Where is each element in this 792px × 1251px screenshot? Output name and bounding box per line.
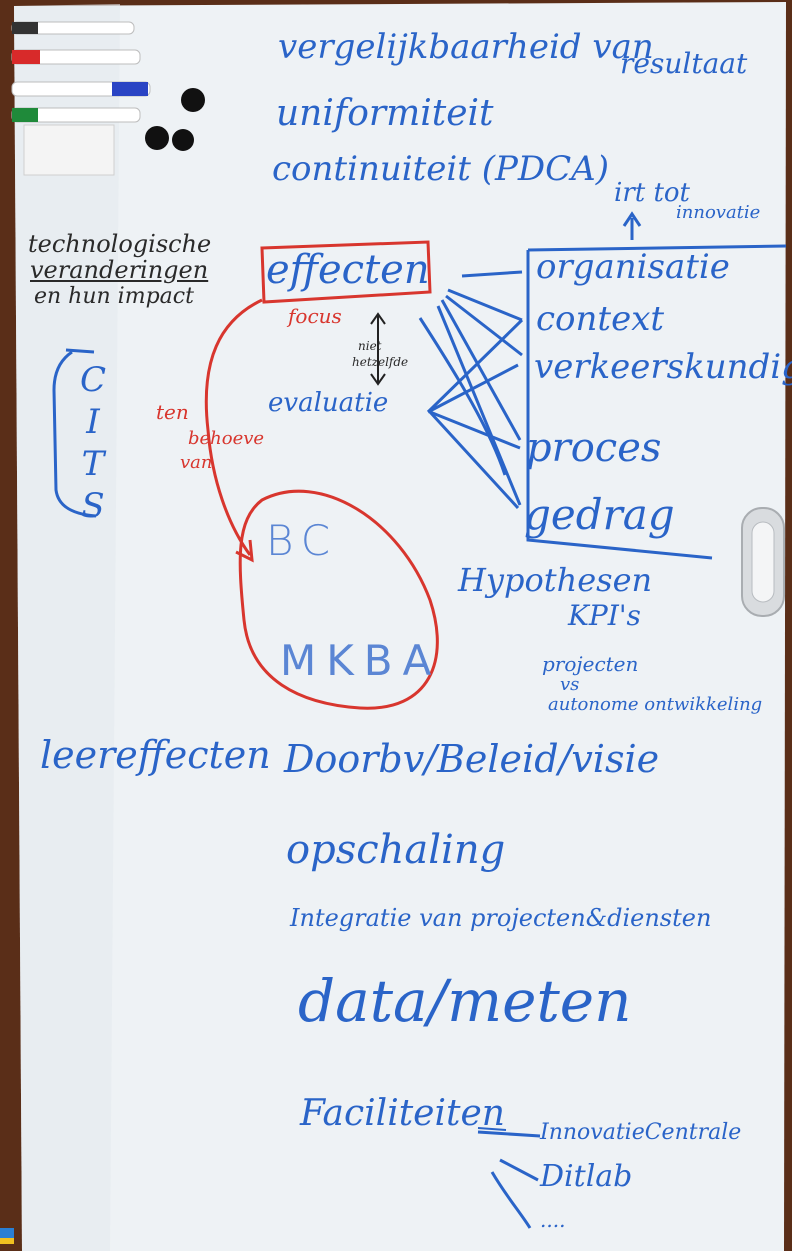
- marker-holder: [11, 21, 205, 176]
- text-cits: CITS: [73, 360, 113, 528]
- effecten-box: [260, 240, 432, 304]
- text-behoeve: behoeve: [188, 428, 265, 449]
- door-handle: [741, 507, 785, 617]
- text-continuiteit: continuiteit (PDCA): [272, 149, 609, 189]
- text-ten: ten: [156, 400, 189, 424]
- text-irt-tot: irt tot: [614, 178, 691, 208]
- text-opschaling: opschaling: [286, 827, 506, 873]
- text-technologische: technologische: [28, 230, 212, 258]
- whiteboard-surface: [14, 2, 786, 1251]
- text-proces: proces: [526, 425, 662, 471]
- text-en-hun-impact: en hun impact: [34, 284, 194, 309]
- text-organisatie: organisatie: [536, 247, 730, 287]
- text-projecten: projecten: [542, 652, 639, 676]
- text-data-meten: data/meten: [298, 967, 632, 1035]
- text-uniformiteit: uniformiteit: [276, 93, 494, 134]
- text-kpis: KPI's: [568, 599, 641, 632]
- bc-mkba-ellipse: [238, 489, 439, 710]
- text-focus: focus: [288, 304, 342, 328]
- connector-lines: [418, 270, 524, 510]
- text-mkba: MKBA: [280, 636, 442, 685]
- text-ellipsis: ....: [540, 1208, 566, 1232]
- text-vergelijkbaarheid: vergelijkbaarheid van: [278, 27, 654, 67]
- text-autonome-ontwikkeling: autonome ontwikkeling: [548, 694, 763, 715]
- text-evaluatie: evaluatie: [268, 388, 389, 418]
- text-innovatie: innovatie: [676, 202, 761, 223]
- text-van: van: [180, 452, 213, 473]
- text-veranderingen: veranderingen: [30, 256, 209, 284]
- text-vs: vs: [560, 674, 580, 695]
- text-verkeerskundig: verkeerskundig: [534, 347, 792, 387]
- text-resultaat: resultaat: [620, 47, 748, 80]
- text-faciliteiten: Faciliteiten: [300, 1093, 505, 1134]
- text-hetzelfde: hetzelfde: [352, 355, 409, 369]
- text-gedrag: gedrag: [524, 490, 675, 539]
- text-integratie: Integratie van projecten&diensten: [290, 904, 712, 932]
- text-bc: BC: [266, 516, 339, 565]
- text-leereffecten: leereffecten: [40, 733, 271, 777]
- text-innovatiecentrale: InnovatieCentrale: [540, 1120, 742, 1145]
- text-hypothesen: Hypothesen: [458, 561, 653, 599]
- text-ditlab: Ditlab: [540, 1159, 633, 1194]
- text-context: context: [536, 299, 665, 339]
- text-niet: niet: [358, 339, 382, 353]
- text-doorbv-beleid-visie: Doorbv/Beleid/visie: [284, 737, 660, 781]
- text-effecten: effecten: [266, 247, 430, 293]
- right-bracket: [526, 250, 713, 560]
